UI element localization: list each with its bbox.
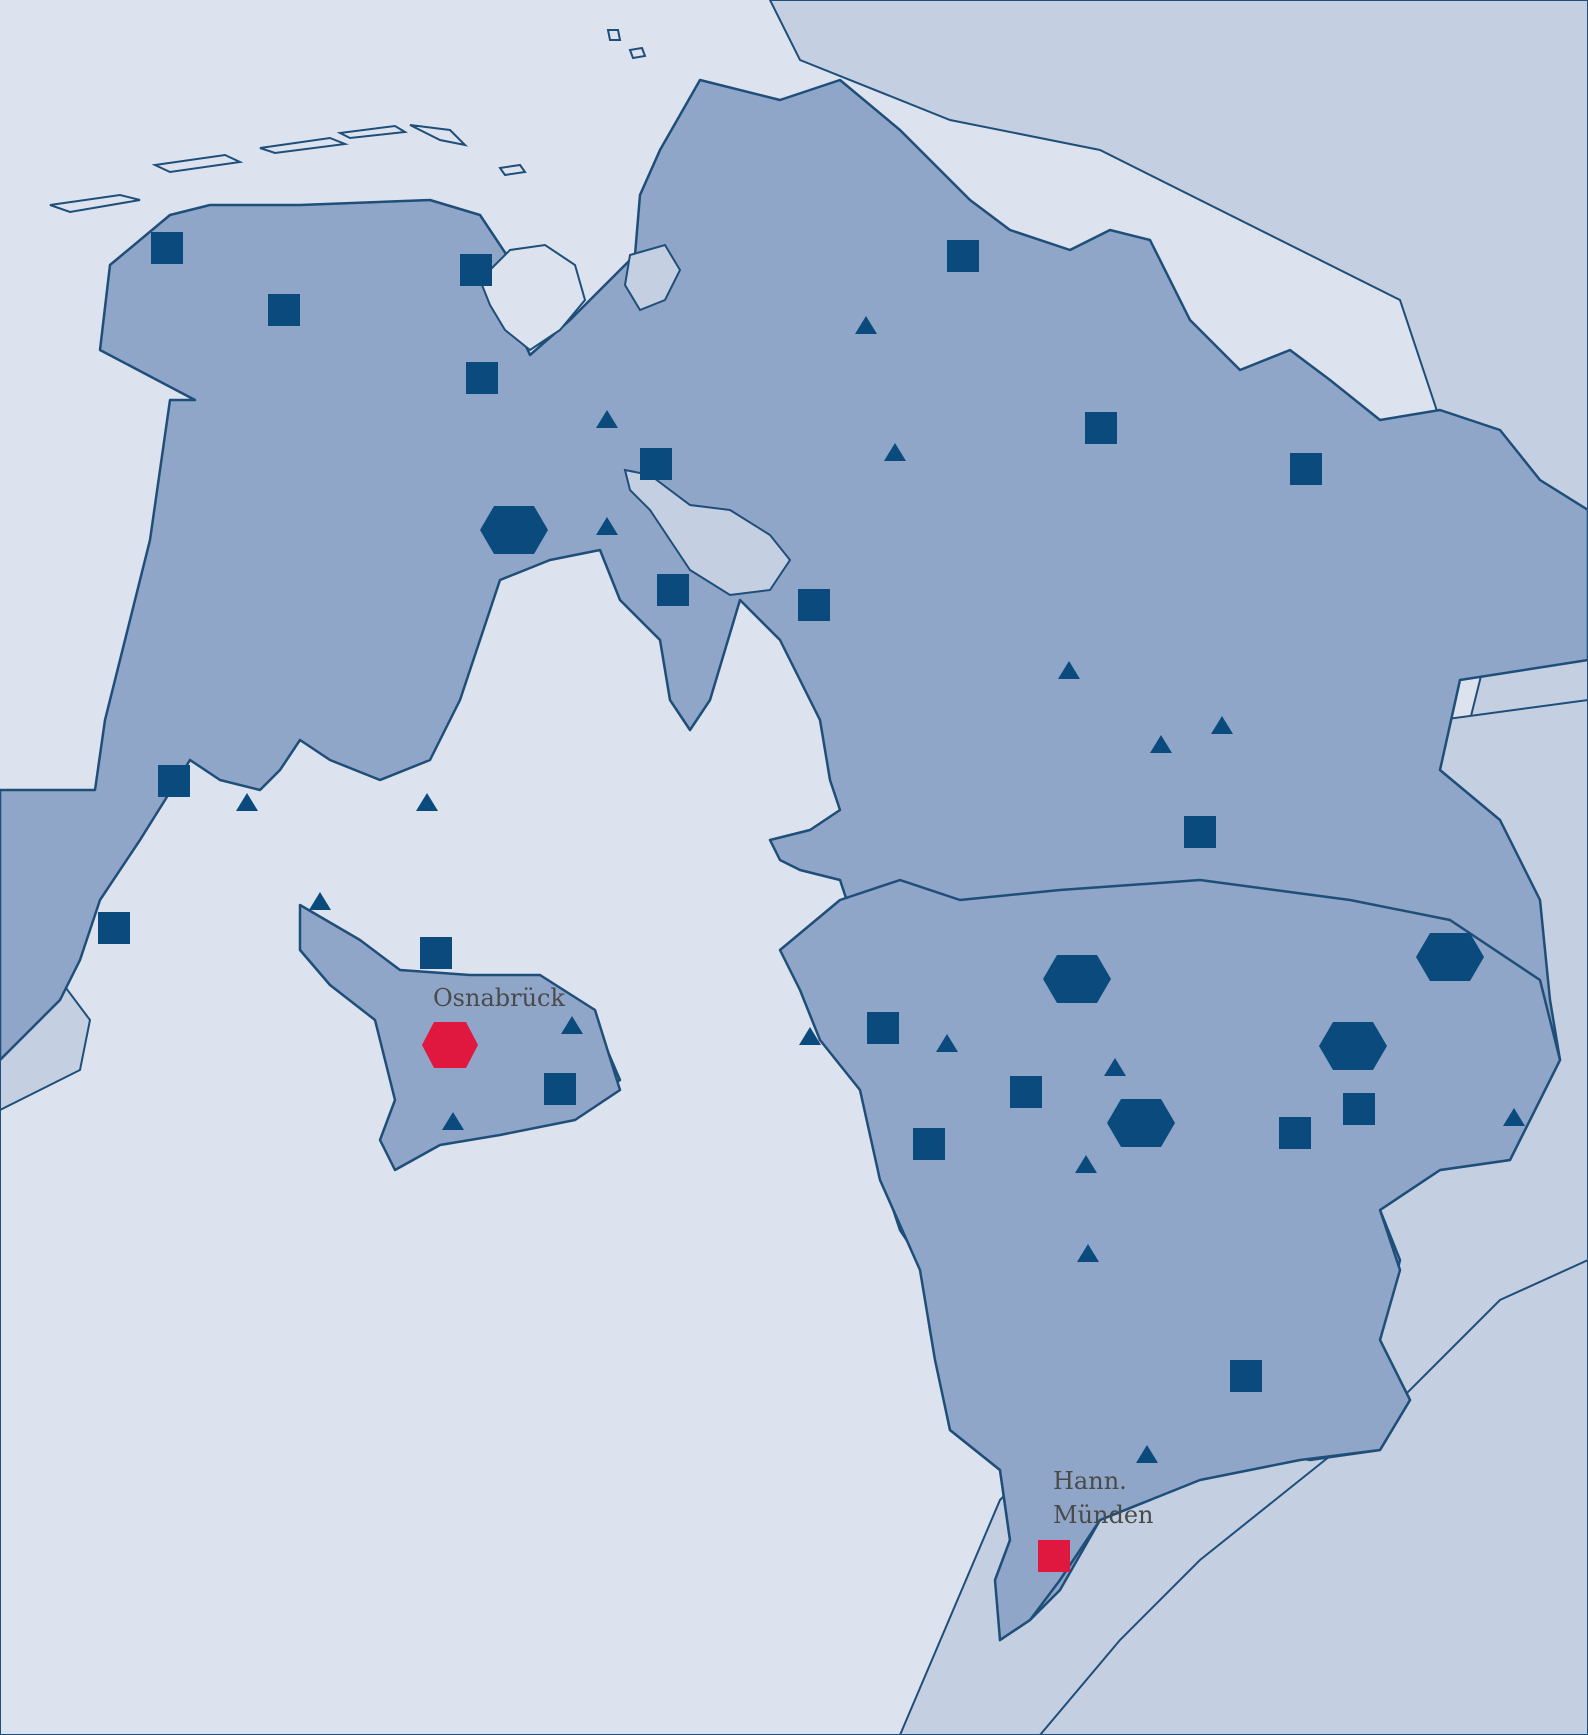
hexagon-marker-icon <box>480 506 548 554</box>
square-marker-icon <box>268 294 300 326</box>
triangle-marker-icon <box>936 1034 958 1052</box>
square-marker-icon <box>1230 1360 1262 1392</box>
square-marker-icon <box>798 589 830 621</box>
hexagon-marker-icon <box>1319 1022 1387 1070</box>
triangle-marker-icon <box>416 793 438 811</box>
triangle-marker-icon <box>1503 1108 1525 1126</box>
osnabrueck-highlight-icon <box>422 1022 478 1068</box>
square-marker-icon <box>544 1073 576 1105</box>
triangle-marker-icon <box>1104 1058 1126 1076</box>
triangle-marker-icon <box>855 316 877 334</box>
label-osnabrueck: Osnabrück <box>433 984 565 1012</box>
triangle-marker-icon <box>442 1112 464 1130</box>
triangle-markers <box>236 316 1525 1463</box>
enclave-bremen <box>623 468 792 597</box>
square-marker-icon <box>657 574 689 606</box>
east-frisian-islands <box>49 29 647 214</box>
triangle-marker-icon <box>561 1016 583 1034</box>
square-marker-icon <box>98 912 130 944</box>
triangle-marker-icon <box>1077 1244 1099 1262</box>
triangle-marker-icon <box>884 443 906 461</box>
triangle-marker-icon <box>596 410 618 428</box>
hexagon-marker-icon <box>1043 955 1111 1003</box>
square-marker-icon <box>1010 1076 1042 1108</box>
square-marker-icon <box>1184 816 1216 848</box>
label-hann-muenden-line2: Münden <box>1053 1501 1154 1529</box>
square-marker-icon <box>1290 453 1322 485</box>
square-marker-icon <box>420 937 452 969</box>
hexagon-marker-icon <box>1107 1099 1175 1147</box>
label-hann-muenden-line1: Hann. <box>1053 1467 1127 1495</box>
triangle-marker-icon <box>799 1027 821 1045</box>
square-marker-icon <box>913 1128 945 1160</box>
hexagon-markers <box>480 506 1484 1147</box>
triangle-marker-icon <box>1058 661 1080 679</box>
hexagon-marker-icon <box>1416 933 1484 981</box>
weser-estuary <box>623 243 682 312</box>
square-marker-icon <box>158 765 190 797</box>
triangle-marker-icon <box>1211 716 1233 734</box>
square-marker-icon <box>947 240 979 272</box>
square-marker-icon <box>151 232 183 264</box>
triangle-marker-icon <box>1150 735 1172 753</box>
triangle-marker-icon <box>596 517 618 535</box>
square-marker-icon <box>466 362 498 394</box>
square-marker-icon <box>867 1012 899 1044</box>
triangle-marker-icon <box>1136 1445 1158 1463</box>
jade-bay <box>478 243 587 352</box>
square-marker-icon <box>460 254 492 286</box>
square-marker-icon <box>1085 412 1117 444</box>
triangle-marker-icon <box>236 793 258 811</box>
square-marker-icon <box>1279 1117 1311 1149</box>
triangle-marker-icon <box>309 892 331 910</box>
hann-muenden-highlight-icon <box>1038 1540 1070 1572</box>
triangle-marker-icon <box>1075 1155 1097 1173</box>
square-marker-icon <box>1343 1093 1375 1125</box>
square-marker-icon <box>640 448 672 480</box>
square-markers <box>98 232 1375 1392</box>
